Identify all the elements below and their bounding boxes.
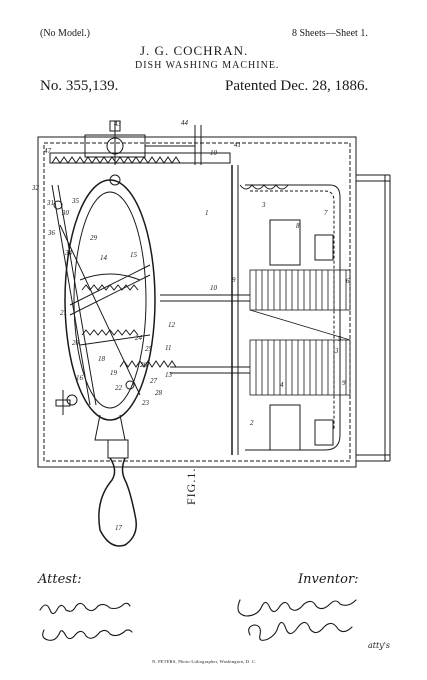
svg-text:41: 41 <box>234 141 241 149</box>
svg-text:12: 12 <box>168 321 176 329</box>
svg-text:14: 14 <box>100 254 108 262</box>
svg-text:9: 9 <box>342 379 346 387</box>
svg-text:3: 3 <box>261 201 266 209</box>
tank-frame <box>37 136 357 468</box>
svg-text:19: 19 <box>110 369 118 377</box>
inventor-label: Inventor: <box>298 572 359 587</box>
no-model-note: (No Model.) <box>40 28 90 39</box>
svg-text:4: 4 <box>280 381 284 389</box>
svg-text:34: 34 <box>64 249 73 257</box>
svg-text:22: 22 <box>115 384 123 392</box>
svg-text:16: 16 <box>76 374 84 382</box>
patent-date: Patented Dec. 28, 1886. <box>225 78 369 94</box>
svg-text:25: 25 <box>145 345 153 353</box>
oval-frame <box>64 179 156 421</box>
svg-text:7: 7 <box>324 209 328 217</box>
attorney-abbrev: atty's <box>368 641 391 650</box>
attest-label: Attest: <box>38 572 82 587</box>
svg-text:44: 44 <box>181 119 189 127</box>
printer-credit: N. PETERS, Photo-Lithographer, Washingto… <box>152 659 257 664</box>
svg-text:10: 10 <box>210 284 218 292</box>
svg-text:3: 3 <box>334 347 339 355</box>
inventor-signature <box>237 599 357 617</box>
svg-text:43: 43 <box>114 120 122 128</box>
svg-text:31: 31 <box>46 199 54 207</box>
svg-text:15: 15 <box>130 251 138 259</box>
svg-text:10: 10 <box>210 149 218 157</box>
figure-label: FIG.1. <box>184 467 198 505</box>
svg-text:23: 23 <box>142 399 150 407</box>
svg-text:1: 1 <box>205 209 209 217</box>
svg-text:17: 17 <box>115 524 123 532</box>
svg-text:11: 11 <box>165 344 171 352</box>
svg-text:13: 13 <box>165 371 173 379</box>
handle-knob <box>98 457 137 547</box>
svg-text:18: 18 <box>98 355 106 363</box>
inventor-name: J. G. COCHRAN. <box>140 43 249 58</box>
sheet-count: 8 Sheets—Sheet 1. <box>292 28 368 39</box>
svg-text:27: 27 <box>150 377 158 385</box>
svg-text:35: 35 <box>71 197 80 205</box>
handwritten-signatures <box>39 599 357 641</box>
svg-text:2: 2 <box>250 419 254 427</box>
invention-title: DISH WASHING MACHINE. <box>135 60 280 71</box>
svg-text:8: 8 <box>296 222 300 230</box>
svg-text:20: 20 <box>72 339 80 347</box>
svg-text:9: 9 <box>232 276 236 284</box>
svg-text:47: 47 <box>44 147 52 155</box>
svg-text:30: 30 <box>61 209 70 217</box>
attorney-signature <box>248 621 353 641</box>
witness-signature-2 <box>42 629 133 641</box>
svg-text:6: 6 <box>346 277 350 285</box>
svg-text:36: 36 <box>47 229 56 237</box>
svg-text:28: 28 <box>155 389 163 397</box>
svg-text:29: 29 <box>90 234 98 242</box>
svg-text:26: 26 <box>140 361 148 369</box>
svg-text:32: 32 <box>31 184 40 192</box>
witness-signature-1 <box>39 602 131 615</box>
svg-text:24: 24 <box>135 334 143 342</box>
svg-text:5: 5 <box>338 335 342 343</box>
patent-number: No. 355,139. <box>40 78 119 94</box>
svg-text:21: 21 <box>60 309 67 317</box>
